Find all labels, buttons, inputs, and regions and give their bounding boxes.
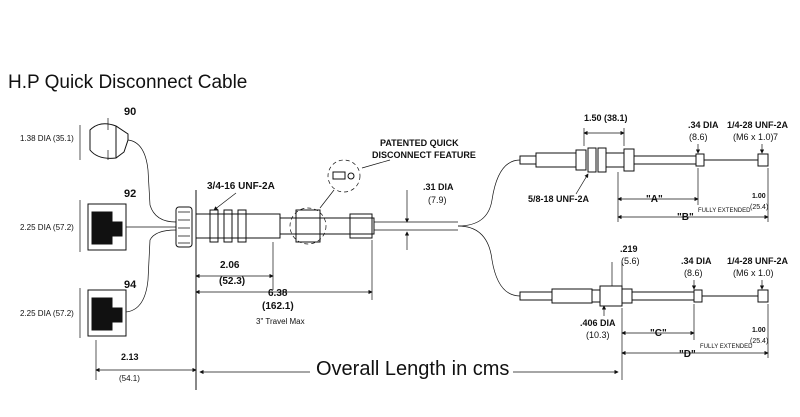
left-dim-value: 2.13 xyxy=(121,352,139,362)
top-ext-value: 1.00 xyxy=(752,193,766,200)
cable-dia-value: .31 DIA xyxy=(423,182,454,192)
feature-label-line2: DISCONNECT FEATURE xyxy=(372,150,476,160)
connector-92-dia: 2.25 DIA (57.2) xyxy=(20,223,74,232)
bottom-ext-metric: (25.4) xyxy=(750,338,768,345)
bottom-extended: FULLY EXTENDED xyxy=(700,344,753,350)
bottom-ext-value: 1.00 xyxy=(752,327,766,334)
connector-92: 92 2.25 DIA (57.2) xyxy=(20,188,136,252)
connector-94-dia: 2.25 DIA (57.2) xyxy=(20,309,74,318)
connector-90-number: 90 xyxy=(124,106,136,118)
main-body xyxy=(175,159,458,390)
feature-label-line1: PATENTED QUICK xyxy=(380,138,459,148)
connector-94-number: 94 xyxy=(124,279,137,291)
top-ext-metric: (25.4) xyxy=(750,204,768,211)
dim2-value: 6.38 xyxy=(268,288,288,299)
top-end-assembly xyxy=(519,147,769,173)
bottom-dim-metric: (5.6) xyxy=(621,256,640,266)
bottom-d-label: "D" xyxy=(679,349,696,360)
bottom-body-dia-metric: (10.3) xyxy=(586,330,610,340)
connector-90: 90 1.38 DIA (35.1) xyxy=(20,106,136,160)
connector-94: 94 2.25 DIA (57.2) xyxy=(20,279,137,338)
body-thread-label: 3/4-16 UNF-2A xyxy=(207,181,275,192)
connector-90-dia: 1.38 DIA (35.1) xyxy=(20,134,74,143)
top-b-label: "B" xyxy=(677,212,694,223)
bottom-dia-value: .34 DIA xyxy=(681,256,712,266)
top-a-label: "A" xyxy=(646,194,663,205)
diagram-title: H.P Quick Disconnect Cable xyxy=(8,72,248,93)
top-rod-thread: 1/4-28 UNF-2A xyxy=(727,120,789,130)
top-dim: 1.50 (38.1) xyxy=(584,113,628,123)
bottom-c-label: "C" xyxy=(650,328,667,339)
dim1-metric: (52.3) xyxy=(219,276,245,287)
bottom-dim-value: .219 xyxy=(620,244,638,254)
top-rod-note: 7 xyxy=(773,132,778,142)
top-dia-value: .34 DIA xyxy=(688,120,719,130)
bottom-rod-thread: 1/4-28 UNF-2A xyxy=(727,256,789,266)
bottom-end-assembly xyxy=(519,285,769,307)
dim1-value: 2.06 xyxy=(220,260,240,271)
bottom-rod-metric: (M6 x 1.0) xyxy=(733,268,774,278)
top-extended: FULLY EXTENDED xyxy=(698,208,751,214)
top-rod-metric: (M6 x 1.0) xyxy=(733,132,774,142)
connector-92-number: 92 xyxy=(124,188,136,200)
bottom-body-dia-value: .406 DIA xyxy=(580,318,616,328)
top-dia-metric: (8.6) xyxy=(689,132,708,142)
cable-dia-metric: (7.9) xyxy=(428,195,447,205)
top-thread: 5/8-18 UNF-2A xyxy=(528,194,590,204)
travel-label: 3" Travel Max xyxy=(256,317,305,326)
left-dim-metric: (54.1) xyxy=(119,374,140,383)
bottom-dia-metric: (8.6) xyxy=(684,268,703,278)
dim2-metric: (162.1) xyxy=(262,301,294,312)
overall-length-label: Overall Length in cms xyxy=(312,358,514,381)
